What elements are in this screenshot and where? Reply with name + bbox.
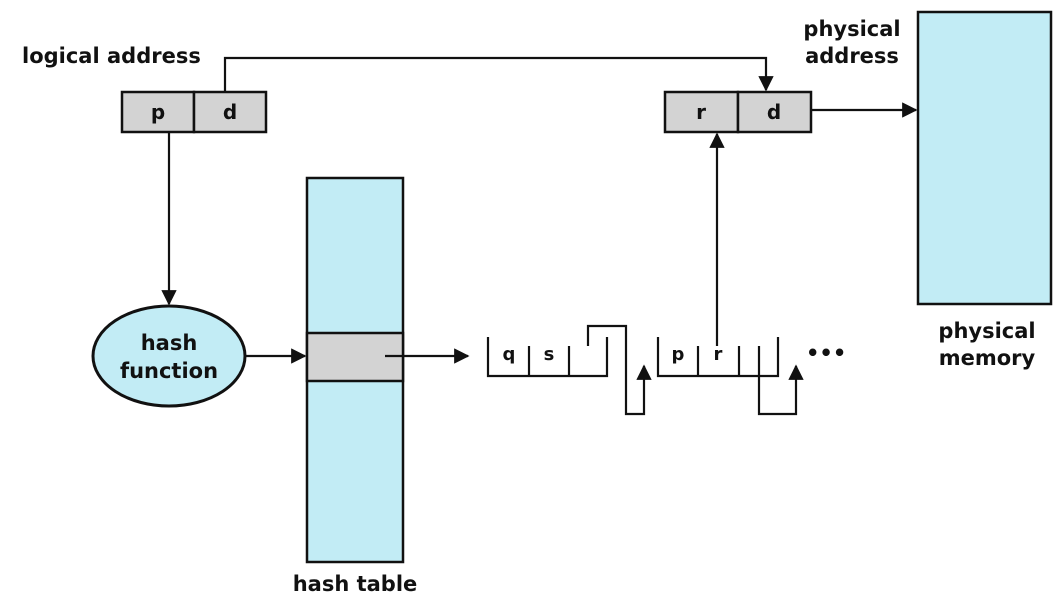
chain-entry-1-field-s: s <box>544 344 555 365</box>
physical-memory-label-line2: memory <box>939 346 1036 370</box>
offset-field <box>192 90 268 134</box>
logical-address-register: p d <box>120 90 268 134</box>
frame-number-label: r <box>696 100 706 124</box>
hash-function-label-line2: function <box>120 359 218 383</box>
chain-entry-2-frame <box>656 337 780 378</box>
chain-next-pointer-2 <box>757 346 804 416</box>
frame-number-field <box>663 90 740 134</box>
physical-memory-block <box>916 10 1053 306</box>
physical-address-label-line1: physical <box>803 17 900 41</box>
hash-table-label: hash table <box>293 572 418 596</box>
chain-entry-2-field-r: r <box>714 344 723 365</box>
physical-memory-label-line1: physical <box>938 319 1035 343</box>
physical-offset-label: d <box>767 100 781 124</box>
chain-entry-1: q s <box>486 324 652 416</box>
physical-address-label-line2: address <box>805 44 899 68</box>
physical-offset-field <box>736 90 813 134</box>
chain-entry-1-field-q: q <box>503 344 516 365</box>
chain-entry-1-frame <box>486 337 609 378</box>
page-number-label: p <box>151 100 165 124</box>
hash-function-label-line1: hash <box>141 331 198 355</box>
page-number-field <box>120 90 196 134</box>
chain-ellipsis: ••• <box>806 341 846 365</box>
chain-entry-2-field-p: p <box>672 344 685 365</box>
logical-address-label: logical address <box>22 44 201 68</box>
offset-arrow <box>223 56 774 92</box>
chain-next-pointer-1 <box>586 324 652 416</box>
physical-address-register: r d <box>663 90 813 134</box>
chain-entry-2: p r <box>656 337 804 416</box>
offset-label: d <box>223 100 237 124</box>
hash-function-node <box>91 304 247 408</box>
